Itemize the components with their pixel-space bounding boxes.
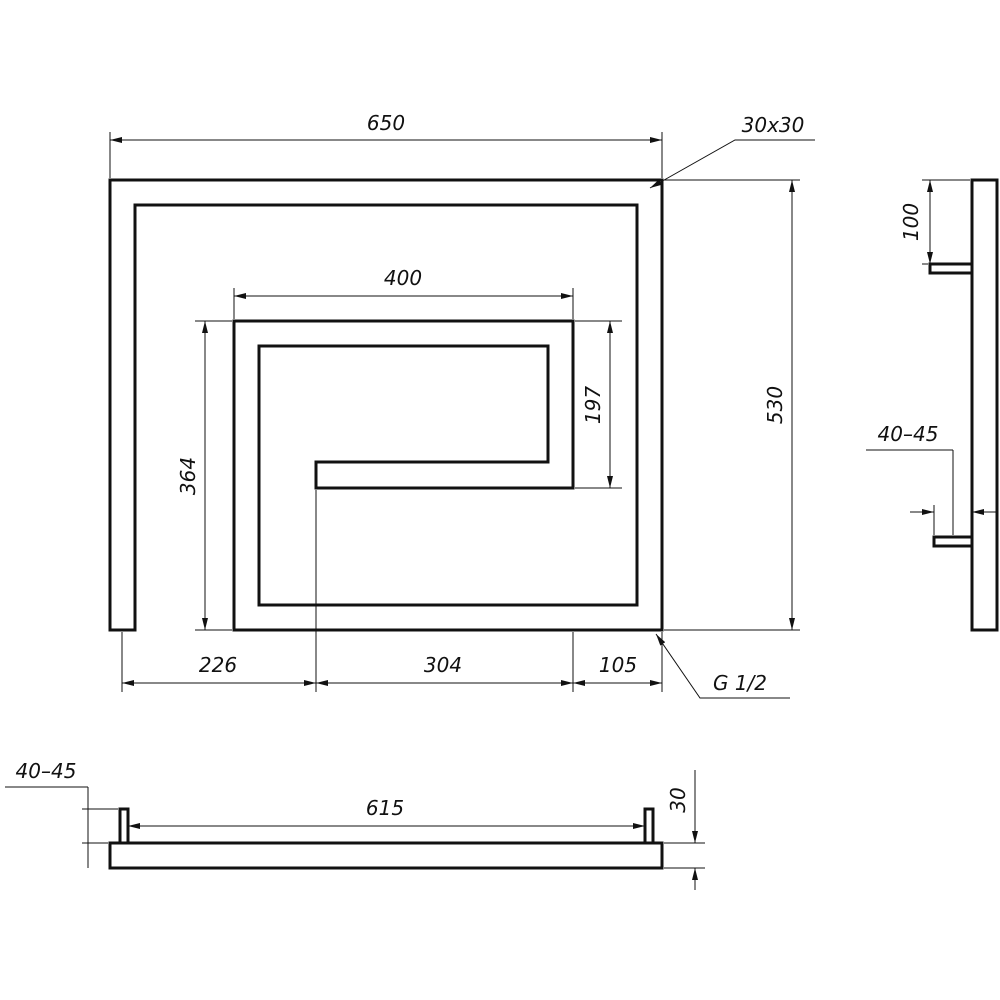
dim-bottom-middle: 304	[424, 653, 462, 677]
front-view	[108, 178, 664, 632]
dim-bottom-wall-gap: 40–45	[16, 759, 77, 783]
side-top-bracket	[928, 262, 974, 275]
dim-overall-height: 530	[763, 386, 787, 424]
front-view-dimension-lines	[109, 132, 815, 699]
outer-frame-outline	[108, 178, 664, 632]
side-frame-profile	[970, 178, 999, 632]
dim-inner-step: 197	[581, 386, 605, 424]
bottom-right-pipe	[643, 807, 655, 845]
dim-pipe-depth: 30	[666, 787, 690, 812]
dim-bottom-right: 105	[599, 653, 637, 677]
leader-profile	[649, 139, 815, 189]
leader-thread	[655, 633, 790, 699]
front-view-dimension-text: 650 30x30 400 530 364 197 226 304 105 G …	[176, 111, 804, 695]
side-view-dimension-text: 100 40–45	[878, 203, 939, 446]
side-bottom-bracket	[932, 535, 974, 548]
dim-inner-height: 364	[176, 457, 200, 495]
bottom-view-dimension-text: 40–45 615 30	[16, 759, 690, 820]
bottom-frame-profile	[108, 841, 664, 870]
dim-profile: 30x30	[742, 113, 805, 137]
dim-thread: G 1/2	[713, 671, 767, 695]
dim-side-wall-gap: 40–45	[878, 422, 939, 446]
dim-inner-width: 400	[384, 266, 422, 290]
dim-overall-width: 650	[367, 111, 405, 135]
dim-pipe-spacing: 615	[366, 796, 404, 820]
bottom-view-dimension-lines	[5, 770, 705, 890]
side-view-dimension-lines	[866, 179, 996, 535]
bottom-left-pipe	[118, 807, 130, 845]
side-view	[928, 178, 999, 632]
dim-bottom-left: 226	[199, 653, 237, 677]
dim-bracket-offset: 100	[899, 203, 923, 241]
